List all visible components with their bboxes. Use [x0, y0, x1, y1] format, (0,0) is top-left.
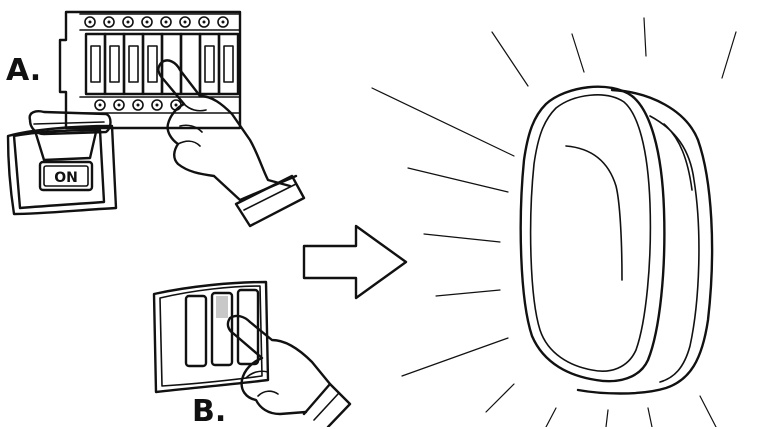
step-a-label: A.: [6, 56, 41, 86]
circuit-breaker-panel-icon: [60, 12, 240, 128]
pointing-hand-icon: [228, 316, 350, 427]
wall-light-switch-icon: [154, 282, 268, 392]
breaker-on-lever-icon: ON: [8, 111, 116, 214]
right-arrow-icon: [304, 226, 406, 298]
on-state-text: ON: [54, 170, 78, 186]
top-terminal-screws: [85, 17, 228, 27]
bottom-terminal-screws: [95, 100, 181, 110]
step-b-label: B.: [192, 397, 226, 427]
breaker-modules: [86, 34, 238, 94]
wall-lamp-icon: [521, 87, 712, 394]
